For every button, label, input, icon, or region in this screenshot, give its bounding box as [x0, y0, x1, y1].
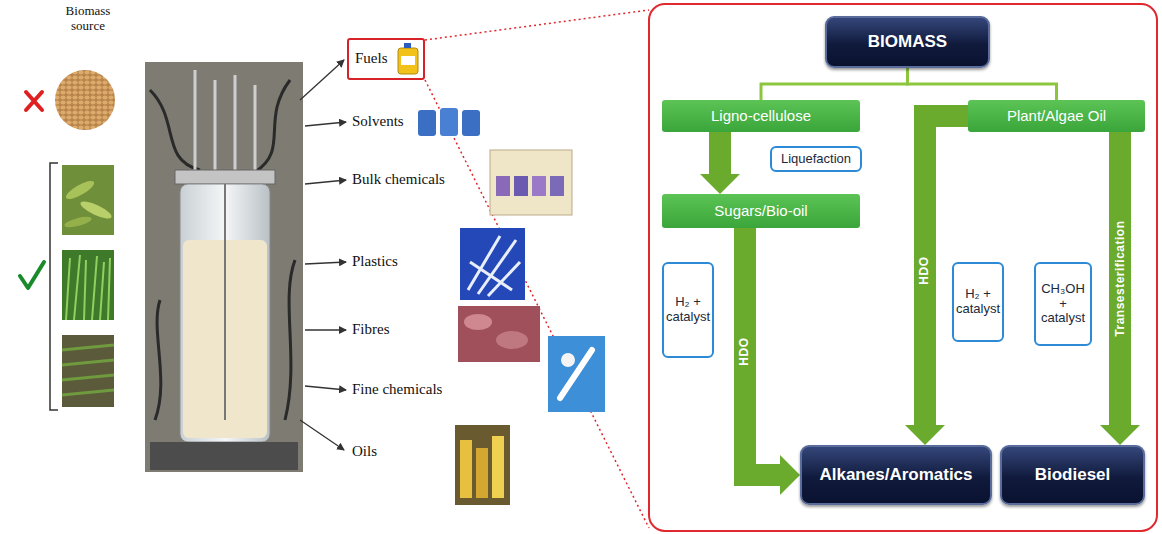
reactor-lid	[175, 170, 275, 184]
feedstock-box: Ligno-cellulose	[662, 100, 860, 132]
leaf	[64, 178, 97, 203]
product-label: Plastics	[352, 253, 398, 270]
edge-label: Transesterification	[1113, 220, 1126, 336]
product-arrow	[300, 420, 344, 450]
arrow-head	[780, 455, 800, 495]
jug-label	[401, 56, 415, 65]
flow-arrow	[1100, 132, 1140, 445]
reagent-box: H₂ + catalyst	[662, 262, 714, 358]
box-text: Fuels	[355, 50, 388, 67]
oil-bottle	[492, 436, 504, 498]
connector-line	[761, 68, 908, 100]
grass-photo	[62, 250, 114, 320]
box-text: Alkanes/Aromatics	[819, 465, 972, 485]
syringe	[560, 350, 592, 398]
reactor-rods	[195, 70, 255, 170]
zoom-line	[425, 10, 649, 40]
reactor-vessel	[180, 184, 270, 442]
connector-line	[709, 132, 731, 174]
flow-arrow	[745, 228, 800, 495]
product-arrow	[305, 122, 346, 126]
product-box: Biodiesel	[1000, 445, 1145, 505]
fibres-photo	[458, 306, 540, 362]
zoom-line	[425, 80, 649, 528]
connector-line	[1109, 132, 1131, 425]
reactor-photo	[145, 62, 303, 472]
oil-bottle	[476, 448, 488, 498]
box-text: Biodiesel	[1035, 465, 1111, 485]
product-label: Solvents	[352, 113, 404, 130]
box-text: H₂ + catalyst	[956, 287, 1000, 317]
product-label: Bulk chemicals	[352, 171, 445, 188]
fibre-bundle	[496, 331, 528, 349]
field-photo	[62, 335, 114, 407]
flow-arrow	[700, 132, 740, 194]
box-text: Sugars/Bio-oil	[714, 202, 807, 219]
box-text: BIOMASS	[868, 32, 947, 52]
bracket	[50, 163, 58, 410]
oil-bottle	[460, 440, 472, 498]
box-text: H₂ + catalyst	[666, 295, 710, 325]
bulk-photo	[490, 150, 572, 215]
cross-mark	[26, 92, 42, 110]
product-box: Alkanes/Aromatics	[800, 445, 992, 505]
reactor-stirrer	[224, 184, 226, 420]
intermediate-box: Sugars/Bio-oil	[662, 194, 860, 228]
plastics-photo	[460, 228, 525, 300]
fibre-bundle	[464, 314, 492, 330]
edge-label: HDO	[918, 256, 931, 284]
product-arrow	[305, 180, 346, 184]
check-mark	[20, 262, 44, 288]
jug-cap	[404, 43, 411, 48]
grass-blades	[66, 255, 110, 320]
oils-photo	[455, 425, 510, 505]
solvent-bottle	[440, 108, 458, 136]
crop-rows	[62, 345, 114, 395]
fuel-jug	[398, 48, 418, 74]
source-label: Biomass source	[56, 4, 120, 34]
plant-photo	[62, 165, 114, 235]
highlight-box: Fuels	[347, 38, 425, 80]
panel-outline	[649, 4, 1157, 531]
box-text: Plant/Algae Oil	[1007, 107, 1106, 124]
solvent-bottle	[418, 110, 436, 136]
process-box: Liquefaction	[770, 146, 862, 172]
source-box: BIOMASS	[825, 16, 990, 68]
feedstock-box: Plant/Algae Oil	[968, 100, 1145, 132]
branch-line	[908, 68, 1057, 100]
box-text: Liquefaction	[781, 152, 851, 167]
sample-band	[514, 176, 528, 196]
arrow-head	[700, 174, 740, 194]
product-arrow	[305, 329, 346, 330]
arrow-head	[1100, 425, 1140, 445]
sample-band	[532, 176, 546, 196]
branch-line	[761, 68, 908, 100]
grain-photo	[55, 70, 115, 130]
product-arrow	[300, 60, 344, 100]
reagent-box: H₂ + catalyst	[952, 262, 1004, 342]
connector-line	[908, 68, 1057, 100]
sample-band	[550, 176, 564, 196]
product-label: Fibres	[352, 321, 390, 338]
product-arrow	[305, 262, 346, 264]
edge-label: HDO	[738, 337, 751, 365]
product-arrow	[305, 386, 346, 390]
box-text: CH₃OH + catalyst	[1038, 282, 1088, 327]
product-label: Oils	[352, 443, 377, 460]
box-text: Ligno-cellulose	[711, 107, 811, 124]
pill	[561, 353, 575, 367]
arrow-head	[905, 425, 945, 445]
solvent-bottle	[462, 110, 480, 136]
syringe-photo	[548, 336, 605, 412]
leaf	[63, 215, 92, 230]
reactor-base	[150, 442, 298, 470]
plastic-pieces	[468, 236, 520, 296]
sample-band	[496, 176, 510, 196]
product-label: Fine chemicals	[352, 381, 442, 398]
reagent-box: CH₃OH + catalyst	[1034, 262, 1092, 346]
